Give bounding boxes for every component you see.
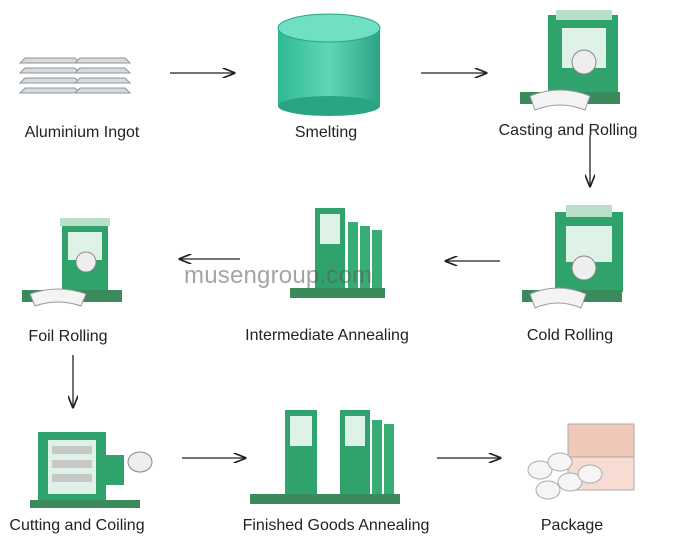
casting-rolling-machine-icon [520,10,620,111]
finished-annealing-furnace-icon [250,410,400,504]
cutting-coiling-machine-icon [30,432,153,508]
ingot-stack-icon [18,57,132,94]
label-foil-rolling: Foil Rolling [28,328,108,345]
foil-rolling-machine-icon [22,218,122,307]
label-intermediate-annealing: Intermediate Annealing [245,327,409,344]
annealing-furnace-icon [290,208,385,298]
watermark-text: musengroup.com [184,262,373,289]
cold-rolling-machine-icon [522,205,623,309]
label-cutting-coiling: Cutting and Coiling [9,517,145,534]
label-finished-goods-annealing: Finished Goods Annealing [242,517,430,534]
label-package: Package [540,517,604,534]
package-crate-icon [527,423,635,500]
label-casting-rolling: Casting and Rolling [498,122,638,139]
label-aluminium-ingot: Aluminium Ingot [24,124,140,141]
label-cold-rolling: Cold Rolling [526,327,614,344]
smelting-furnace-icon [277,13,381,116]
label-smelting: Smelting [294,124,358,141]
